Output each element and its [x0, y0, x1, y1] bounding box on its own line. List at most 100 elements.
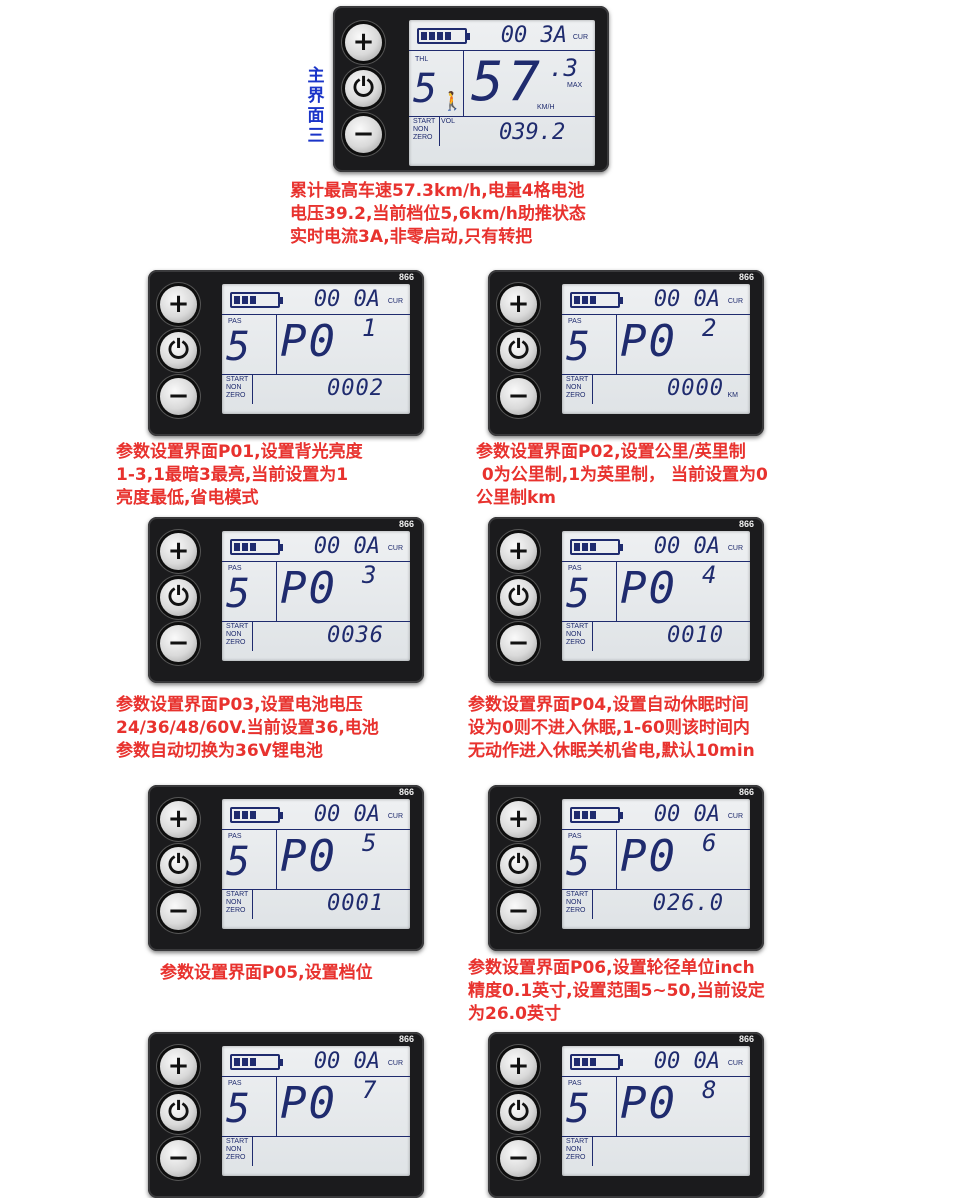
parameter-number: 1 — [362, 314, 377, 342]
pas-label: PAS — [568, 318, 582, 325]
start-label: START — [226, 376, 249, 383]
thl-label: THL — [415, 56, 429, 63]
pas-level: 5 — [226, 1086, 251, 1132]
non-label: NON — [226, 899, 242, 906]
parameter-code: P0 — [280, 831, 337, 882]
minus-button[interactable]: − — [500, 1140, 537, 1177]
power-icon: ⏻ — [353, 73, 374, 103]
walk-assist-icon: 🚶 — [441, 91, 464, 111]
power-icon: ⏻ — [508, 850, 529, 880]
parameter-value: 0001 — [327, 891, 384, 916]
minus-button[interactable]: − — [160, 625, 197, 662]
model-label: 866 — [398, 272, 414, 282]
minus-button[interactable]: − — [500, 625, 537, 662]
power-icon: ⏻ — [168, 850, 189, 880]
model-label: 866 — [398, 519, 414, 529]
minus-button[interactable]: − — [500, 893, 537, 930]
plus-button[interactable]: + — [500, 533, 537, 570]
minus-icon: − — [352, 119, 375, 149]
power-icon: ⏻ — [508, 582, 529, 612]
parameter-value: 0000 — [667, 376, 724, 401]
pas-label: PAS — [228, 318, 242, 325]
parameter-caption: 参数设置界面P04,设置自动休眠时间 设为0则不进入休眠,1-60则该时间内 无… — [468, 695, 755, 761]
lcd-screen: 00 0A CUR PAS 5 P0 3 START NON ZERO 0036 — [222, 531, 410, 661]
cur-unit-label: CUR — [572, 34, 588, 41]
speed-decimal: .3 — [549, 54, 578, 82]
non-label: NON — [566, 899, 582, 906]
minus-button[interactable]: − — [345, 116, 382, 153]
pas-label: PAS — [568, 565, 582, 572]
minus-icon: − — [167, 628, 190, 658]
non-label: NON — [566, 384, 582, 391]
parameter-value: 0010 — [667, 623, 724, 648]
plus-button[interactable]: + — [160, 286, 197, 323]
power-button[interactable]: ⏻ — [500, 579, 537, 616]
cur-unit-label: CUR — [727, 298, 743, 305]
current-readout: 00 0A — [313, 287, 380, 312]
power-button[interactable]: ⏻ — [160, 579, 197, 616]
current-readout: 00 0A — [653, 1049, 720, 1074]
minus-button[interactable]: − — [160, 1140, 197, 1177]
plus-button[interactable]: + — [345, 24, 382, 61]
plus-button[interactable]: + — [160, 533, 197, 570]
start-label: START — [226, 1138, 249, 1145]
non-label: NON — [226, 384, 242, 391]
start-label: START — [566, 891, 589, 898]
lcd-screen: 00 0A CUR PAS 5 P0 8 START NON ZERO — [562, 1046, 750, 1176]
minus-button[interactable]: − — [160, 893, 197, 930]
parameter-number: 5 — [362, 829, 377, 857]
model-label: 866 — [738, 519, 754, 529]
parameter-caption: 参数设置界面P03,设置电池电压 24/36/48/60V.当前设置36,电池 … — [116, 695, 379, 761]
cur-unit-label: CUR — [727, 1060, 743, 1067]
parameter-number: 4 — [702, 561, 717, 589]
current-readout: 00 3A — [500, 23, 567, 48]
power-button[interactable]: ⏻ — [500, 847, 537, 884]
parameter-code: P0 — [280, 316, 337, 367]
power-button[interactable]: ⏻ — [160, 332, 197, 369]
vol-label: VOL — [441, 118, 456, 125]
start-label: START — [566, 1138, 589, 1145]
power-icon: ⏻ — [508, 1097, 529, 1127]
minus-button[interactable]: − — [160, 378, 197, 415]
start-label: START — [566, 623, 589, 630]
parameter-caption: 参数设置界面P05,设置档位 — [160, 963, 373, 983]
plus-button[interactable]: + — [500, 286, 537, 323]
plus-icon: + — [507, 804, 530, 834]
power-icon: ⏻ — [168, 335, 189, 365]
zero-label: ZERO — [566, 1154, 586, 1161]
minus-button[interactable]: − — [500, 378, 537, 415]
minus-icon: − — [167, 896, 190, 926]
battery-icon — [417, 28, 470, 44]
power-button[interactable]: ⏻ — [345, 70, 382, 107]
plus-button[interactable]: + — [500, 1048, 537, 1085]
battery-icon — [230, 1054, 283, 1070]
pas-label: PAS — [228, 833, 242, 840]
non-label: NON — [226, 1146, 242, 1153]
pas-level: 5 — [226, 571, 251, 617]
power-button[interactable]: ⏻ — [500, 332, 537, 369]
zero-label: ZERO — [413, 134, 433, 141]
plus-button[interactable]: + — [160, 801, 197, 838]
battery-icon — [230, 292, 283, 308]
parameter-display-device: 866 + ⏻ − 00 0A CUR PAS 5 P0 5 START NON… — [148, 785, 424, 951]
plus-icon: + — [167, 289, 190, 319]
parameter-code: P0 — [620, 831, 677, 882]
power-button[interactable]: ⏻ — [160, 1094, 197, 1131]
battery-icon — [570, 292, 623, 308]
model-label: 866 — [738, 787, 754, 797]
zero-label: ZERO — [226, 639, 246, 646]
voltage-readout: 039.2 — [499, 120, 566, 145]
main-display-device: + ⏻ − 00 3A CUR THL 5 🚶 57 .3 MAX KM/H S… — [333, 6, 609, 172]
lcd-screen: 00 0A CUR PAS 5 P0 7 START NON ZERO — [222, 1046, 410, 1176]
parameter-display-device: 866 + ⏻ − 00 0A CUR PAS 5 P0 8 START NON… — [488, 1032, 764, 1198]
cur-unit-label: CUR — [387, 298, 403, 305]
power-button[interactable]: ⏻ — [160, 847, 197, 884]
cur-unit-label: CUR — [387, 545, 403, 552]
plus-icon: + — [507, 289, 530, 319]
plus-button[interactable]: + — [160, 1048, 197, 1085]
pas-label: PAS — [568, 833, 582, 840]
minus-icon: − — [507, 1143, 530, 1173]
power-button[interactable]: ⏻ — [500, 1094, 537, 1131]
plus-button[interactable]: + — [500, 801, 537, 838]
minus-icon: − — [507, 896, 530, 926]
